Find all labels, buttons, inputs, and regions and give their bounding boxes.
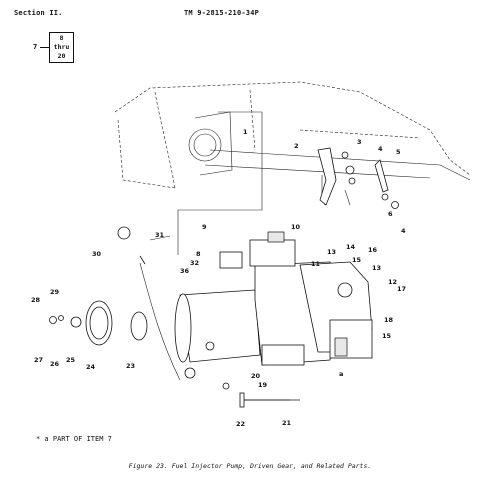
callout-15: 15 xyxy=(352,256,362,264)
footnote: * a PART OF ITEM 7 xyxy=(36,435,112,443)
driven-gear-parts xyxy=(49,226,148,346)
callout-13b: 13 xyxy=(372,264,381,272)
callout-6: 6 xyxy=(388,210,393,218)
callout-21: 21 xyxy=(282,419,292,427)
callout-25: 25 xyxy=(66,356,76,364)
callout-2: 2 xyxy=(294,142,299,150)
callout-a: a xyxy=(339,370,343,378)
injector-pump-body xyxy=(174,231,373,366)
reference-leader xyxy=(40,47,49,48)
callout-22: 22 xyxy=(236,420,245,428)
callout-24: 24 xyxy=(86,363,96,371)
callout-14: 14 xyxy=(346,243,356,251)
callout-20: 20 xyxy=(251,372,261,380)
callout-28: 28 xyxy=(31,296,41,304)
callout-27: 27 xyxy=(34,356,43,364)
reference-to: 20 xyxy=(57,52,66,60)
reference-thru: thru xyxy=(53,43,70,51)
callout-4: 4 xyxy=(378,145,383,153)
technical-manual-number: TM 9-2815-210-34P xyxy=(184,9,260,17)
callout-numbers: 1 2 3 4 5 6 4 9 10 31 30 8 32 36 13 14 1… xyxy=(31,128,406,428)
callout-13: 13 xyxy=(327,248,336,256)
callout-3: 3 xyxy=(357,138,362,146)
callout-30: 30 xyxy=(92,250,102,258)
callout-9: 9 xyxy=(202,223,207,231)
callout-17: 17 xyxy=(397,285,406,293)
callout-32: 32 xyxy=(190,259,199,267)
reference-item-number: 7 xyxy=(33,43,38,51)
callout-31: 31 xyxy=(155,231,165,239)
callout-18: 18 xyxy=(384,316,394,324)
callout-8: 8 xyxy=(196,250,201,258)
lower-parts xyxy=(184,367,300,408)
callout-11: 11 xyxy=(311,260,321,268)
callout-16: 16 xyxy=(368,246,378,254)
callout-29: 29 xyxy=(50,288,60,296)
callout-12: 12 xyxy=(388,278,397,286)
callout-4b: 4 xyxy=(401,227,406,235)
callout-19: 19 xyxy=(258,381,268,389)
callout-10: 10 xyxy=(291,223,301,231)
callout-1: 1 xyxy=(243,128,248,136)
bracket-assembly xyxy=(317,147,399,209)
reference-range-box: 8 thru 20 xyxy=(49,32,74,63)
callout-5: 5 xyxy=(396,148,401,156)
engine-block-outline xyxy=(114,81,471,189)
callout-26: 26 xyxy=(50,360,60,368)
figure-caption: Figure 23. Fuel Injector Pump, Driven Ge… xyxy=(128,462,372,470)
section-label: Section II. xyxy=(14,9,63,17)
callout-23: 23 xyxy=(126,362,135,370)
reference-from: 8 xyxy=(59,34,64,42)
callout-15b: 15 xyxy=(382,332,392,340)
callout-36: 36 xyxy=(180,267,190,275)
